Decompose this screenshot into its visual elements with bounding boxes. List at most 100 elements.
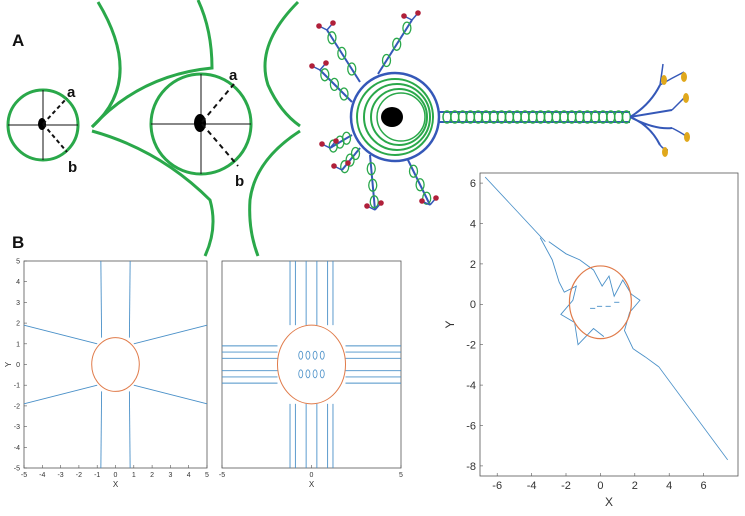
dendrite-coil bbox=[339, 87, 349, 101]
y-tick-label: -2 bbox=[466, 340, 476, 352]
dendrite-coil bbox=[402, 21, 412, 35]
neuron-illustration bbox=[309, 10, 690, 211]
y-axis-label: Y bbox=[4, 361, 13, 367]
plot-frame bbox=[221, 260, 402, 469]
dendrite-branch bbox=[329, 134, 353, 149]
dendrite-coil bbox=[337, 46, 347, 61]
single-cell-diagram: a b bbox=[6, 84, 80, 176]
x-tick-label: 5 bbox=[399, 472, 403, 479]
x-tick-label: -2 bbox=[76, 472, 82, 479]
y-tick-label: 6 bbox=[470, 178, 476, 190]
nucleus bbox=[194, 114, 206, 132]
dendritic-spine bbox=[319, 141, 325, 147]
y-tick-label: 0 bbox=[16, 362, 20, 369]
cell-boundary-circle bbox=[91, 337, 140, 392]
contour-line bbox=[484, 176, 546, 242]
cell-boundary-circle bbox=[568, 265, 632, 340]
x-tick-label: 2 bbox=[632, 480, 638, 492]
y-tick-label: -4 bbox=[14, 445, 20, 452]
panel-label-b: B bbox=[12, 233, 24, 252]
contour-line bbox=[133, 384, 208, 405]
point-b-label: b bbox=[68, 159, 77, 176]
x-tick-label: -5 bbox=[21, 472, 27, 479]
dendrite-branch bbox=[369, 154, 376, 211]
dendritic-spine bbox=[309, 63, 315, 69]
dendritic-spine bbox=[415, 10, 421, 16]
boundary-curve-bottom-left bbox=[91, 129, 215, 257]
x-tick-label: 5 bbox=[205, 472, 209, 479]
y-tick-label: 4 bbox=[470, 218, 476, 230]
boundary-curve-top-right bbox=[263, 0, 301, 128]
axon-coils bbox=[442, 110, 632, 124]
inner-contour-loop bbox=[312, 369, 318, 379]
dendrite-branch bbox=[377, 19, 413, 75]
myelin-layer bbox=[376, 92, 426, 142]
dendrite-coil bbox=[345, 153, 355, 167]
x-tick-label: -1 bbox=[94, 472, 100, 479]
dendrite-coil bbox=[347, 62, 357, 76]
x-tick-label: -5 bbox=[219, 472, 225, 479]
x-tick-label: 1 bbox=[132, 472, 136, 479]
axon-terminal-branches bbox=[629, 84, 673, 146]
dendritic-spine bbox=[364, 203, 370, 209]
y-tick-label: 4 bbox=[16, 279, 20, 286]
synaptic-terminal bbox=[662, 147, 668, 157]
inner-contour-loop bbox=[305, 369, 311, 379]
contour-line bbox=[128, 260, 131, 338]
y-tick-label: -3 bbox=[14, 424, 20, 431]
point-a-label: a bbox=[229, 67, 238, 84]
boundary-curve-top-left bbox=[91, 1, 122, 129]
y-tick-label: 5 bbox=[16, 258, 20, 265]
x-tick-label: -3 bbox=[57, 472, 63, 479]
y-tick-label: -5 bbox=[14, 465, 20, 472]
dendrite-coil bbox=[327, 31, 337, 45]
contour-line bbox=[100, 260, 103, 338]
contour-line bbox=[133, 324, 208, 345]
myelin-layer bbox=[370, 88, 428, 146]
x-tick-label: -4 bbox=[527, 480, 537, 492]
inner-contour-loop bbox=[319, 350, 325, 360]
synaptic-terminal bbox=[661, 75, 667, 85]
dendritic-spine bbox=[433, 195, 439, 201]
x-tick-label: 4 bbox=[666, 480, 672, 492]
myelin-layer bbox=[363, 83, 431, 151]
dendritic-spine bbox=[316, 23, 322, 29]
dendrite-coil bbox=[320, 68, 330, 82]
x-axis-label: X bbox=[605, 495, 613, 509]
y-tick-label: -8 bbox=[466, 461, 476, 473]
y-tick-label: -2 bbox=[14, 403, 20, 410]
y-tick-label: 0 bbox=[470, 299, 476, 311]
radius-b-line bbox=[201, 123, 239, 167]
y-tick-label: 3 bbox=[16, 300, 20, 307]
dendrite-coil bbox=[381, 53, 392, 68]
contour-line bbox=[548, 241, 660, 368]
dendrites bbox=[309, 10, 439, 211]
x-tick-label: 3 bbox=[168, 472, 172, 479]
x-tick-label: -6 bbox=[492, 480, 502, 492]
boundary-curve-top bbox=[90, 0, 214, 129]
x-tick-label: 0 bbox=[114, 472, 118, 479]
terminal-twigs bbox=[659, 63, 687, 151]
synaptic-terminal bbox=[681, 72, 687, 82]
cell-boundary-circle bbox=[276, 324, 347, 405]
plot-frame bbox=[479, 172, 739, 477]
dendrite-coil bbox=[392, 37, 402, 51]
dendritic-spine bbox=[333, 138, 339, 144]
panel-label-a: A bbox=[12, 31, 24, 50]
radius-b-line bbox=[42, 123, 68, 153]
inner-contour-loop bbox=[312, 350, 318, 360]
plot-frame bbox=[23, 260, 208, 469]
x-tick-label: -2 bbox=[561, 480, 571, 492]
x-tick-label: 0 bbox=[597, 480, 603, 492]
y-tick-label: 2 bbox=[16, 321, 20, 328]
nucleus bbox=[38, 118, 46, 130]
contour-line bbox=[539, 237, 605, 346]
y-tick-label: 2 bbox=[470, 259, 476, 271]
synaptic-terminal bbox=[683, 93, 689, 103]
y-tick-label: 1 bbox=[16, 341, 20, 348]
myelin-layer bbox=[356, 78, 434, 156]
